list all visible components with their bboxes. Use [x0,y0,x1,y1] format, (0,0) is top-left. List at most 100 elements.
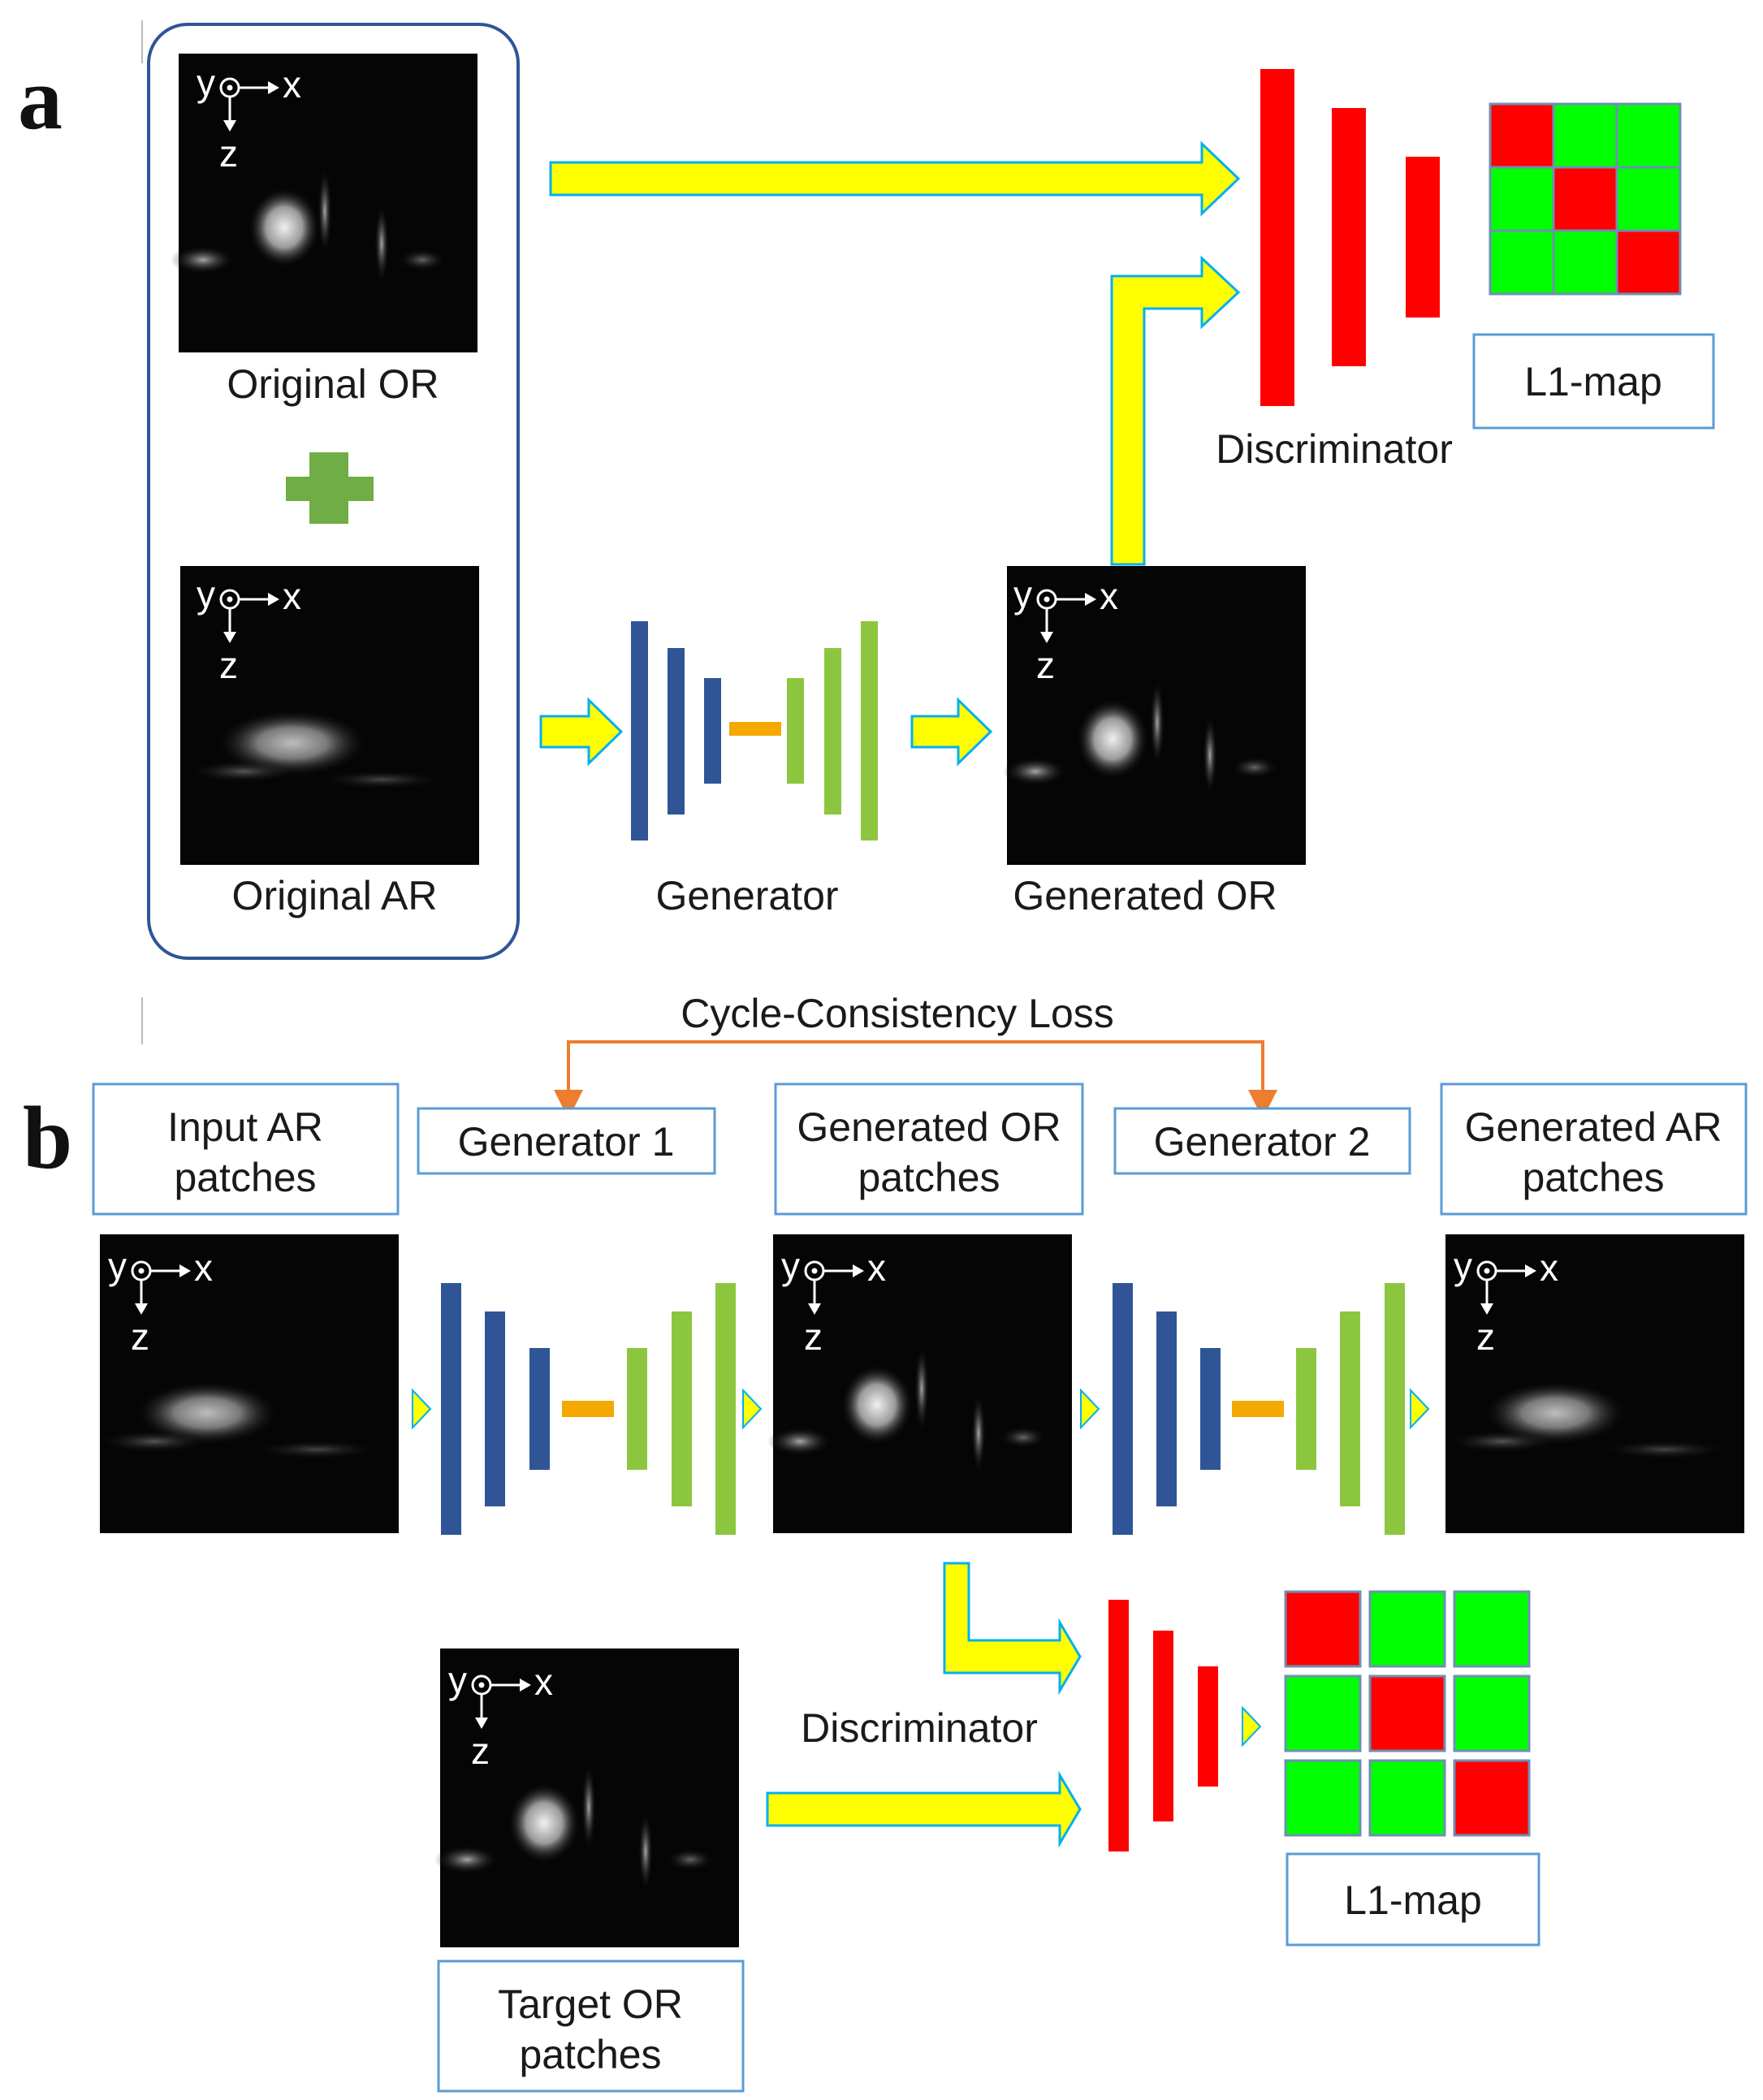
discriminator-b-block [1108,1600,1218,1852]
svg-text:z: z [471,1730,490,1772]
l1-map-cell-2-1 [1552,229,1618,296]
svg-text:y: y [197,573,215,616]
svg-text:x: x [867,1247,886,1289]
generated-or-label: Generated OR [1013,873,1277,918]
generator1-label: Generator 1 [458,1119,675,1165]
l1-map-cell-0-0 [1489,102,1555,169]
generator-block [631,621,878,840]
generator-label: Generator [655,873,838,918]
arrowhead-to-generated-ar [1410,1388,1430,1430]
axis-indicator-target-or: y x z [448,1659,553,1772]
svg-text:z: z [219,132,238,175]
arrow-generator-to-generated-or [910,697,993,767]
arrow-generated-or-to-discriminator [1110,255,1241,566]
discriminator-block [1260,69,1440,406]
arrow-original-or-to-discriminator [549,140,1241,217]
panel-label-a: a [18,49,63,148]
l1-map-cell-1-1 [1552,166,1618,232]
l1-map-b-cell-0-1 [1368,1590,1446,1668]
generated-or-patches-image [767,1234,1072,1533]
l1-map-b-cell-2-2 [1453,1759,1531,1837]
svg-text:y: y [1013,573,1032,616]
axis-indicator-generated-ar: y x z [1454,1245,1558,1358]
generated-ar-patches-label-line2: patches [1522,1155,1664,1200]
l1-map-b-cell-0-0 [1284,1590,1362,1668]
input-ar-image [97,1234,399,1533]
discriminator-b-label: Discriminator [801,1705,1038,1751]
l1-map-b-cell-1-1 [1368,1674,1446,1752]
svg-text:y: y [108,1245,127,1287]
svg-text:x: x [283,575,301,617]
axis-indicator-original-or: y x z [197,62,301,175]
arrow-generated-or-patches-to-discriminator [943,1562,1082,1696]
cycle-consistency-arrow [554,1040,1277,1119]
svg-text:y: y [1454,1245,1472,1287]
l1-map-grid [1489,102,1682,296]
original-or-image [171,54,477,352]
panel-label-b: b [23,1088,72,1187]
l1-map-b-label-box [1286,1852,1540,1947]
generated-or-patches-label-box [774,1082,1084,1216]
plus-icon [286,452,374,524]
svg-text:x: x [1100,575,1118,617]
l1-map-cell-2-0 [1489,229,1555,296]
svg-text:z: z [219,644,238,686]
l1-map-b-cell-1-0 [1284,1674,1362,1752]
svg-text:y: y [448,1659,467,1701]
generator1-label-box [417,1107,716,1175]
input-ar-label-box [92,1082,400,1216]
axis-indicator-original-ar: y x z [197,573,301,686]
svg-text:x: x [283,63,301,106]
svg-text:x: x [194,1247,213,1289]
l1-map-cell-2-2 [1615,229,1682,296]
discriminator-label: Discriminator [1216,426,1453,472]
arrowhead-to-l1-map [1242,1705,1262,1748]
original-ar-label: Original AR [232,873,438,918]
l1-map-cell-0-1 [1552,102,1618,169]
l1-map-b-cell-1-2 [1453,1674,1531,1752]
target-or-label: Target OR [498,1981,683,2027]
cycle-consistency-label: Cycle-Consistency Loss [681,991,1114,1036]
input-ar-label-line2: patches [174,1155,316,1200]
arrow-ar-to-generator [539,697,624,767]
svg-text:y: y [197,62,215,104]
l1-map-cell-1-0 [1489,166,1555,232]
axis-indicator-generated-or-patches: y x z [781,1245,886,1358]
l1-map-cell-1-2 [1615,166,1682,232]
arrow-target-or-to-discriminator [766,1770,1082,1848]
l1-map-b-cell-0-2 [1453,1590,1531,1668]
generated-ar-patches-image [1445,1234,1744,1533]
generator1-block [441,1283,736,1535]
arrowhead-to-generator2 [1080,1388,1100,1430]
l1-map-b-grid [1284,1590,1531,1837]
l1-map-b-cell-2-1 [1368,1759,1446,1837]
original-ar-image [180,566,479,865]
svg-text:z: z [1476,1316,1495,1358]
target-or-label-box [437,1960,745,2093]
l1-map-b-cell-2-0 [1284,1759,1362,1837]
arrowhead-to-generated-or [742,1388,763,1430]
target-or-label-line2: patches [519,2032,661,2077]
generator2-block [1113,1283,1405,1535]
generated-or-image [1003,566,1306,865]
svg-text:x: x [1540,1247,1558,1289]
l1-map-b-label: L1-map [1344,1877,1482,1923]
generated-or-patches-label: Generated OR [797,1104,1061,1150]
l1-map-label-box [1472,333,1715,430]
generated-ar-patches-label: Generated AR [1465,1104,1722,1150]
generator2-label-box [1113,1107,1411,1175]
original-or-label: Original OR [227,361,439,407]
generated-ar-patches-label-box [1440,1082,1748,1216]
generator2-label: Generator 2 [1154,1119,1371,1165]
axis-indicator-input-ar: y x z [108,1245,213,1358]
l1-map-cell-0-2 [1615,102,1682,169]
svg-text:z: z [1036,644,1055,686]
axis-indicator-generated-or: y x z [1013,573,1118,686]
svg-text:z: z [131,1316,149,1358]
input-ar-label: Input AR [167,1104,323,1150]
target-or-image [434,1648,739,1947]
input-pair-frame [147,23,520,960]
generated-or-patches-label-line2: patches [858,1155,1000,1200]
svg-text:y: y [781,1245,800,1287]
